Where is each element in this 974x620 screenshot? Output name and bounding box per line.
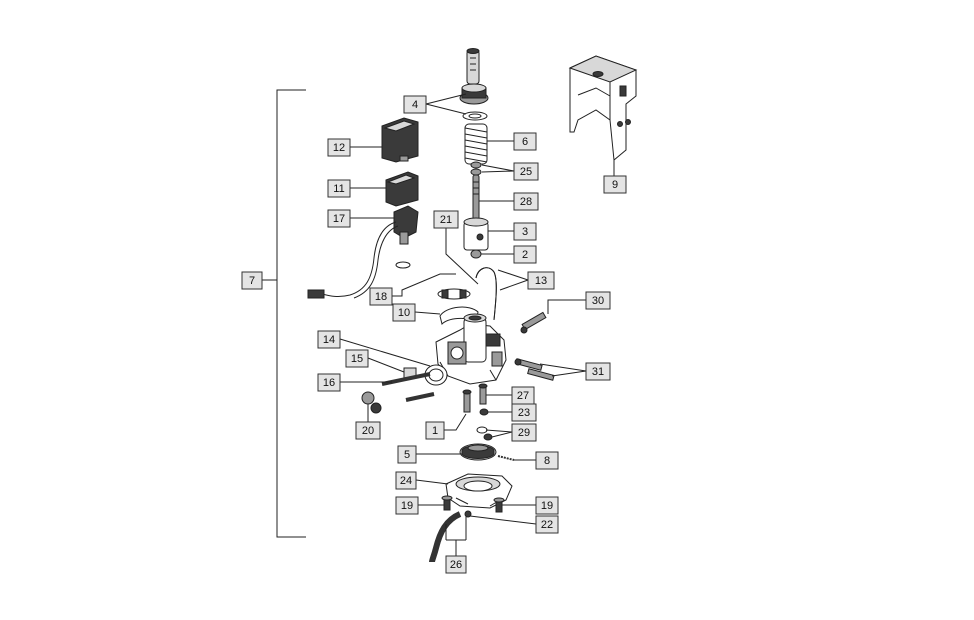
- part-19-screws: [441, 495, 505, 513]
- part-carburetor-body: [435, 313, 507, 385]
- callout-8: 8: [535, 451, 559, 470]
- callout-14: 14: [317, 330, 341, 349]
- callout-text: 12: [333, 142, 345, 154]
- callout-10: 10: [392, 303, 416, 322]
- callout-text: 1: [432, 425, 438, 437]
- part-13-hose: [475, 267, 497, 321]
- callout-text: 6: [522, 136, 528, 148]
- callout-text: 25: [520, 166, 532, 178]
- callout-text: 17: [333, 213, 345, 225]
- callout-4: 4: [403, 95, 427, 114]
- callout-16: 16: [317, 373, 341, 392]
- callout-5: 5: [397, 445, 417, 464]
- callout-12: 12: [327, 138, 351, 157]
- part-3-slide: [463, 217, 489, 251]
- callout-text: 31: [592, 366, 604, 378]
- callout-text: 9: [612, 179, 618, 191]
- callout-text: 4: [412, 99, 418, 111]
- callout-19-right: 19: [535, 496, 559, 515]
- callout-2: 2: [513, 245, 537, 264]
- callout-13: 13: [527, 271, 555, 290]
- callout-7: 7: [241, 271, 263, 290]
- callout-3: 3: [513, 222, 537, 241]
- callout-25: 25: [513, 162, 539, 181]
- callout-24: 24: [395, 471, 417, 490]
- callout-text: 19: [401, 500, 413, 512]
- callout-text: 14: [323, 334, 335, 346]
- callout-26: 26: [445, 555, 467, 574]
- callout-text: 11: [333, 183, 344, 195]
- part-12-cover: [381, 117, 419, 163]
- callout-text: 24: [400, 475, 412, 487]
- part-18-clamp: [437, 288, 471, 300]
- callout-text: 3: [522, 226, 528, 238]
- part-26-drain-hose: [429, 511, 462, 563]
- leader-lines: [339, 93, 615, 556]
- part-31-screws: [514, 358, 555, 381]
- callout-text: 16: [323, 377, 335, 389]
- callout-text: 19: [541, 500, 553, 512]
- part-27-jet: [478, 383, 488, 405]
- callout-text: 29: [518, 427, 530, 439]
- part-22-drain-screw: [464, 510, 472, 518]
- part-25-clips: [470, 161, 482, 176]
- part-5-float: [459, 443, 497, 461]
- callout-1: 1: [425, 421, 445, 440]
- callout-text: 21: [440, 214, 452, 226]
- part-23-jet: [479, 408, 489, 416]
- callout-text: 18: [375, 291, 387, 303]
- part-11-cover: [385, 171, 419, 207]
- assembly-bracket: [262, 89, 306, 538]
- callout-23: 23: [511, 403, 537, 422]
- part-4-nut-washer: [459, 83, 489, 121]
- part-29-orings: [476, 426, 493, 441]
- callout-text: 7: [249, 275, 255, 287]
- callout-text: 2: [522, 249, 528, 261]
- callout-9: 9: [603, 175, 627, 194]
- callout-text: 10: [398, 307, 410, 319]
- callout-text: 27: [517, 390, 529, 402]
- part-2-small-fitting: [470, 249, 482, 259]
- callout-11: 11: [327, 179, 351, 198]
- callout-20: 20: [355, 421, 381, 440]
- callout-15: 15: [345, 349, 369, 368]
- callout-text: 8: [544, 455, 550, 467]
- part-20-nut: [361, 391, 382, 414]
- callout-text: 15: [351, 353, 363, 365]
- callout-text: 30: [592, 295, 604, 307]
- callout-19-left: 19: [395, 496, 419, 515]
- callout-30: 30: [585, 291, 611, 310]
- callout-22: 22: [535, 515, 559, 534]
- callout-21: 21: [433, 210, 459, 229]
- callout-text: 20: [362, 425, 374, 437]
- callout-text: 13: [535, 275, 547, 287]
- part-9-bracket: [568, 55, 638, 161]
- part-28-needle: [472, 174, 480, 222]
- callout-27: 27: [511, 386, 535, 405]
- callout-18: 18: [369, 287, 393, 306]
- callout-text: 23: [518, 407, 530, 419]
- callout-17: 17: [327, 209, 351, 228]
- part-8-pin: [497, 455, 515, 461]
- callout-31: 31: [585, 362, 611, 381]
- callout-6: 6: [513, 132, 537, 151]
- callout-text: 26: [450, 559, 462, 571]
- part-30-screw: [520, 311, 547, 334]
- callout-29: 29: [511, 423, 537, 442]
- callout-text: 5: [404, 449, 410, 461]
- part-17-choke-cable: [307, 205, 419, 299]
- callout-text: 22: [541, 519, 553, 531]
- part-6-spring: [464, 123, 488, 165]
- part-1-main-jet: [462, 389, 472, 413]
- callout-text: 28: [520, 196, 532, 208]
- part-top-tube: [466, 48, 480, 85]
- callout-28: 28: [513, 192, 539, 211]
- part-14-gasket: [424, 364, 448, 386]
